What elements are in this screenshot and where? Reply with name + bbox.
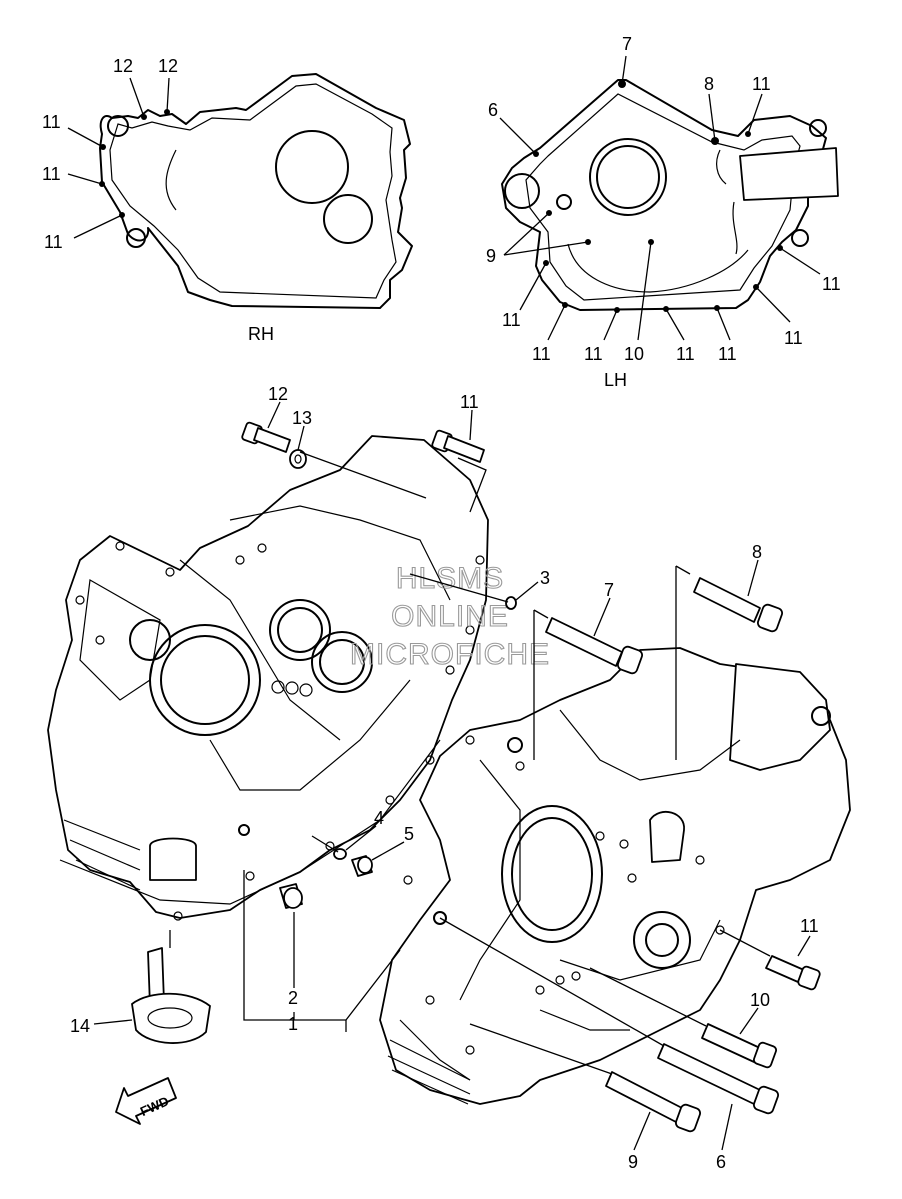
rh-case-outline xyxy=(99,73,413,309)
watermark-line-2: ONLINE xyxy=(391,600,509,633)
main-leaders xyxy=(93,401,811,1151)
callout-main-9: 9 xyxy=(628,1152,638,1172)
callout-main-4: 4 xyxy=(374,808,384,828)
callout-rh-11a: 11 xyxy=(42,112,61,132)
bolt-7 xyxy=(545,617,643,675)
callout-main-1: 1 xyxy=(288,1014,298,1034)
lh-leaders xyxy=(499,55,821,341)
callout-main-13: 13 xyxy=(292,408,312,428)
callout-lh-8: 8 xyxy=(704,74,714,94)
callout-lh-9: 9 xyxy=(486,246,496,266)
dowel-3 xyxy=(505,596,517,610)
dowel-2 xyxy=(279,883,303,909)
bolt-11-right xyxy=(765,955,821,991)
callout-main-14: 14 xyxy=(70,1016,90,1036)
callout-main-2: 2 xyxy=(288,988,298,1008)
callout-labels: 12 12 11 11 11 7 8 11 6 9 11 11 11 11 11… xyxy=(42,34,841,1172)
right-crankcase-half xyxy=(47,435,489,921)
rh-leaders xyxy=(67,77,170,239)
bolt-9 xyxy=(605,1071,701,1133)
bolt-8 xyxy=(693,577,783,633)
bolt-12-top xyxy=(241,421,291,453)
left-crankcase-half xyxy=(379,647,851,1105)
dowel-5 xyxy=(351,855,373,877)
callout-main-10: 10 xyxy=(750,990,770,1010)
callout-main-11b: 11 xyxy=(800,916,819,936)
callout-lh-7: 7 xyxy=(622,34,632,54)
bolt-6 xyxy=(657,1043,779,1115)
callout-lh-11b: 11 xyxy=(822,274,841,294)
bolt-10 xyxy=(701,1023,777,1069)
callout-rh-12a: 12 xyxy=(113,56,133,76)
bolt-11-top xyxy=(431,429,485,463)
callout-rh-11c: 11 xyxy=(44,232,63,252)
strainer-14 xyxy=(131,947,211,1044)
watermark-line-3: MICROFICHE xyxy=(350,638,550,671)
rh-caption: RH xyxy=(248,324,274,344)
callout-lh-11h: 11 xyxy=(718,344,737,364)
callout-main-12: 12 xyxy=(268,384,288,404)
lh-caption: LH xyxy=(604,370,627,390)
assembly-lines xyxy=(169,451,771,1075)
callout-lh-11g: 11 xyxy=(676,344,695,364)
fwd-arrow-icon: FWD xyxy=(115,1077,177,1125)
callout-lh-11f: 11 xyxy=(584,344,603,364)
callout-lh-11e: 11 xyxy=(532,344,551,364)
callout-lh-10: 10 xyxy=(624,344,644,364)
callout-main-3: 3 xyxy=(540,568,550,588)
callout-lh-11a: 11 xyxy=(752,74,771,94)
watermark-line-1: HLSMS xyxy=(396,562,504,595)
callout-rh-12b: 12 xyxy=(158,56,178,76)
callout-main-5: 5 xyxy=(404,824,414,844)
callout-lh-11c: 11 xyxy=(502,310,521,330)
callout-main-6: 6 xyxy=(716,1152,726,1172)
watermark: HLSMS ONLINE MICROFICHE xyxy=(349,561,550,671)
rh-bolt-dots xyxy=(99,109,170,218)
callout-main-8: 8 xyxy=(752,542,762,562)
callout-lh-6: 6 xyxy=(488,100,498,120)
lh-case-outline xyxy=(501,79,839,311)
callout-main-11a: 11 xyxy=(460,392,479,412)
callout-lh-11d: 11 xyxy=(784,328,803,348)
callout-rh-11b: 11 xyxy=(42,164,61,184)
callout-main-7: 7 xyxy=(604,580,614,600)
